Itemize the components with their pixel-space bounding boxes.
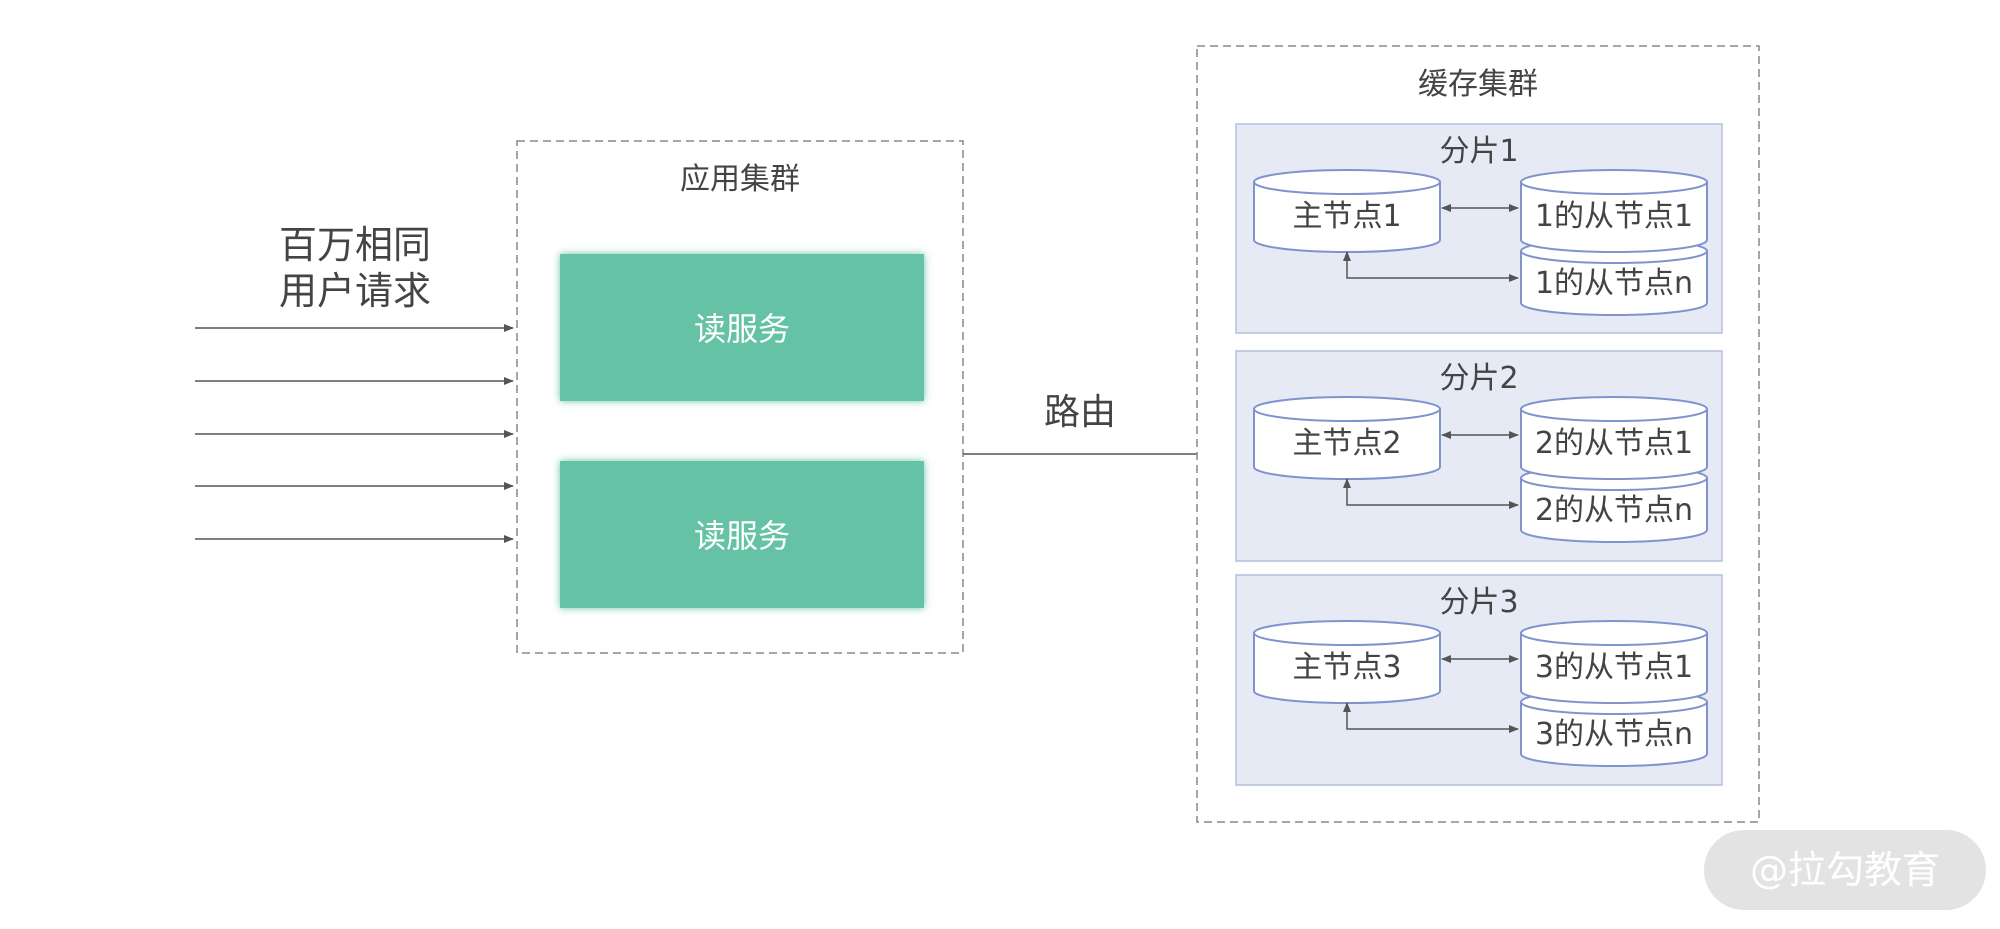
request-arrows	[195, 324, 514, 543]
master-node-cylinder	[1253, 396, 1441, 480]
replication-arrow	[1343, 702, 1519, 733]
slave-node-label: 3的从节点1	[1535, 650, 1693, 685]
app-cluster: 应用集群 读服务 读服务	[516, 140, 964, 654]
master-node-cylinder-top	[1253, 169, 1441, 195]
master-node-label: 主节点1	[1292, 199, 1401, 234]
slave-node-cylinder	[1520, 396, 1708, 480]
slave-node-label: 1的从节点1	[1535, 199, 1693, 234]
slave-node-cylinder-top	[1520, 396, 1708, 422]
slave-node-cylinder-body	[1520, 632, 1708, 704]
slave-node-label: 2的从节点n	[1535, 493, 1693, 528]
slave-node-cylinder-body	[1520, 408, 1708, 480]
cache-cluster: 缓存集群 分片1 主节点1 1的从节点n 1的从节点1 分片2 主节点2 2的从节点n 2的从…	[1196, 45, 1760, 823]
slave-node-label: 1的从节点n	[1535, 266, 1693, 301]
replication-arrow	[1343, 478, 1519, 509]
shards: 分片1主节点11的从节点n1的从节点1分片2主节点22的从节点n2的从节点1分片…	[1235, 123, 1723, 786]
watermark-badge	[1704, 830, 1986, 910]
slave-node-cylinder-body	[1520, 181, 1708, 253]
slave-node-cylinder	[1520, 169, 1708, 253]
read-service-box	[560, 254, 924, 401]
shard-3: 分片3 主节点3 3的从节点n 3的从节点1	[1235, 574, 1723, 786]
routing-label: 路由	[1044, 392, 1116, 433]
master-node-cylinder-top	[1253, 620, 1441, 646]
shard-title: 分片2	[1439, 361, 1518, 396]
read-service-label: 读服务	[694, 310, 790, 348]
slave-node-cylinder-top	[1520, 620, 1708, 646]
master-node-cylinder	[1253, 169, 1441, 253]
shard-1: 分片1 主节点1 1的从节点n 1的从节点1	[1235, 123, 1723, 334]
app-cluster-title: 应用集群	[680, 162, 800, 197]
master-node-label: 主节点3	[1292, 650, 1401, 685]
master-node-cylinder-top	[1253, 396, 1441, 422]
slave-node-cylinder-top	[1520, 169, 1708, 195]
read-service-label: 读服务	[694, 517, 790, 555]
shard-2: 分片2 主节点2 2的从节点n 2的从节点1	[1235, 350, 1723, 562]
master-node-label: 主节点2	[1292, 426, 1401, 461]
read-service-box	[560, 461, 924, 608]
request-label-line1: 百万相同	[279, 223, 431, 267]
slave-node-cylinder	[1520, 620, 1708, 704]
slave-node-cylinder-body	[1520, 701, 1708, 767]
shard-title: 分片3	[1439, 585, 1518, 620]
slave-node-cylinder-body	[1520, 477, 1708, 543]
slave-node-label: 2的从节点1	[1535, 426, 1693, 461]
request-label-line2: 用户请求	[279, 269, 431, 313]
master-node-cylinder	[1253, 620, 1441, 704]
watermark-text: @拉勾教育	[1750, 848, 1940, 892]
shard-title: 分片1	[1439, 134, 1518, 169]
slave-node-cylinder-body	[1520, 250, 1708, 316]
replication-arrow	[1343, 251, 1519, 282]
slave-node-label: 3的从节点n	[1535, 717, 1693, 752]
watermark: @拉勾教育	[1704, 830, 1986, 910]
cache-cluster-title: 缓存集群	[1418, 67, 1538, 102]
